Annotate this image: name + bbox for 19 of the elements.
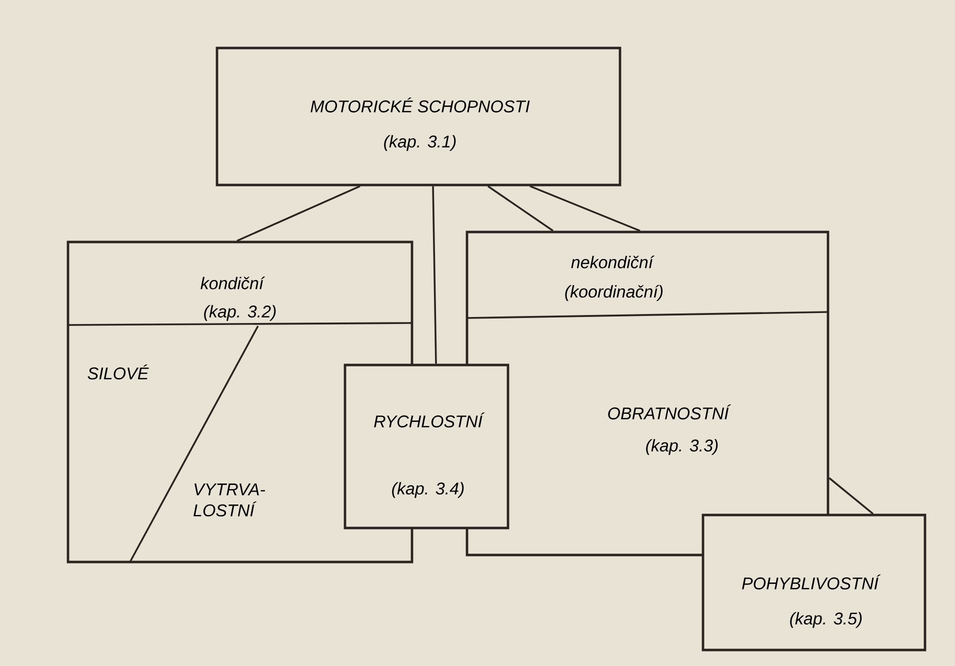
chapter-reference: (kap. 3.3) — [646, 439, 718, 455]
box-heading: POHYBLIVOSTNÍ — [742, 574, 881, 590]
chapter-reference: (kap. 3.2) — [204, 305, 276, 321]
box-heading: kondiční — [200, 276, 266, 290]
connector-line — [432, 186, 437, 364]
connector-line — [828, 477, 874, 514]
connector-line — [488, 185, 554, 232]
chapter-reference: (kap. 3.4) — [392, 482, 464, 498]
box-heading: MOTORICKÉ SCHOPNOSTI — [310, 98, 530, 112]
connector-line — [530, 185, 640, 232]
section-label: OBRATNOSTNÍ — [608, 404, 731, 420]
box-heading: nekondiční — [571, 256, 654, 268]
chapter-reference: (kap. 3.5) — [790, 612, 862, 628]
connector-line — [236, 185, 360, 242]
box-heading: RYCHLOSTNÍ — [374, 412, 485, 428]
subheading: (koordinační) — [565, 284, 663, 301]
section-label: VYTRVA- LOSTNÍ — [194, 484, 266, 516]
section-label: SILOVÉ — [88, 364, 149, 380]
chapter-reference: (kap. 3.1) — [384, 135, 456, 151]
